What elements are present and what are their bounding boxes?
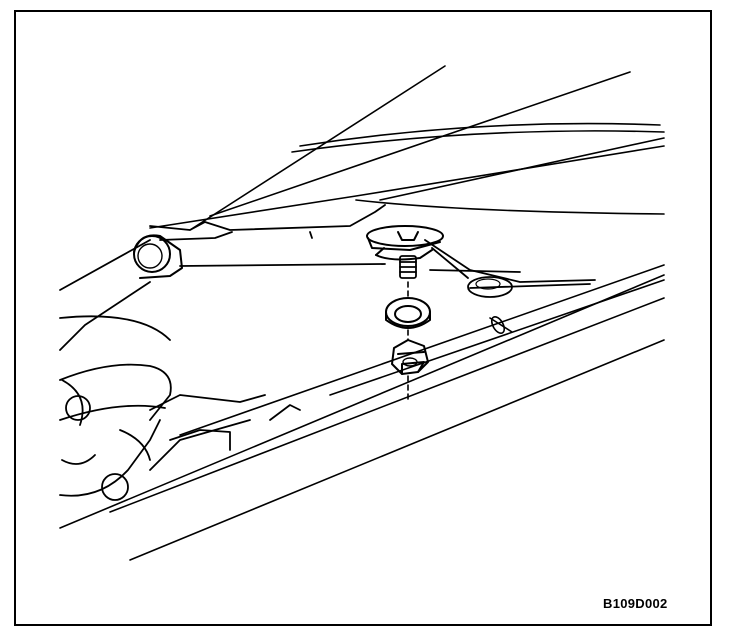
motor-housing [59,315,301,501]
cowl-panel [59,204,386,351]
windshield-lines [149,65,665,231]
hex-nut [391,339,429,375]
threaded-stud [399,255,417,279]
figure-code: B109D002 [603,596,668,611]
hood-lines [59,264,665,561]
linkage-rod [424,239,596,298]
figure-frame [14,10,712,626]
stud-mount [366,225,444,261]
washer [385,297,431,329]
pivot-boss [133,234,183,279]
